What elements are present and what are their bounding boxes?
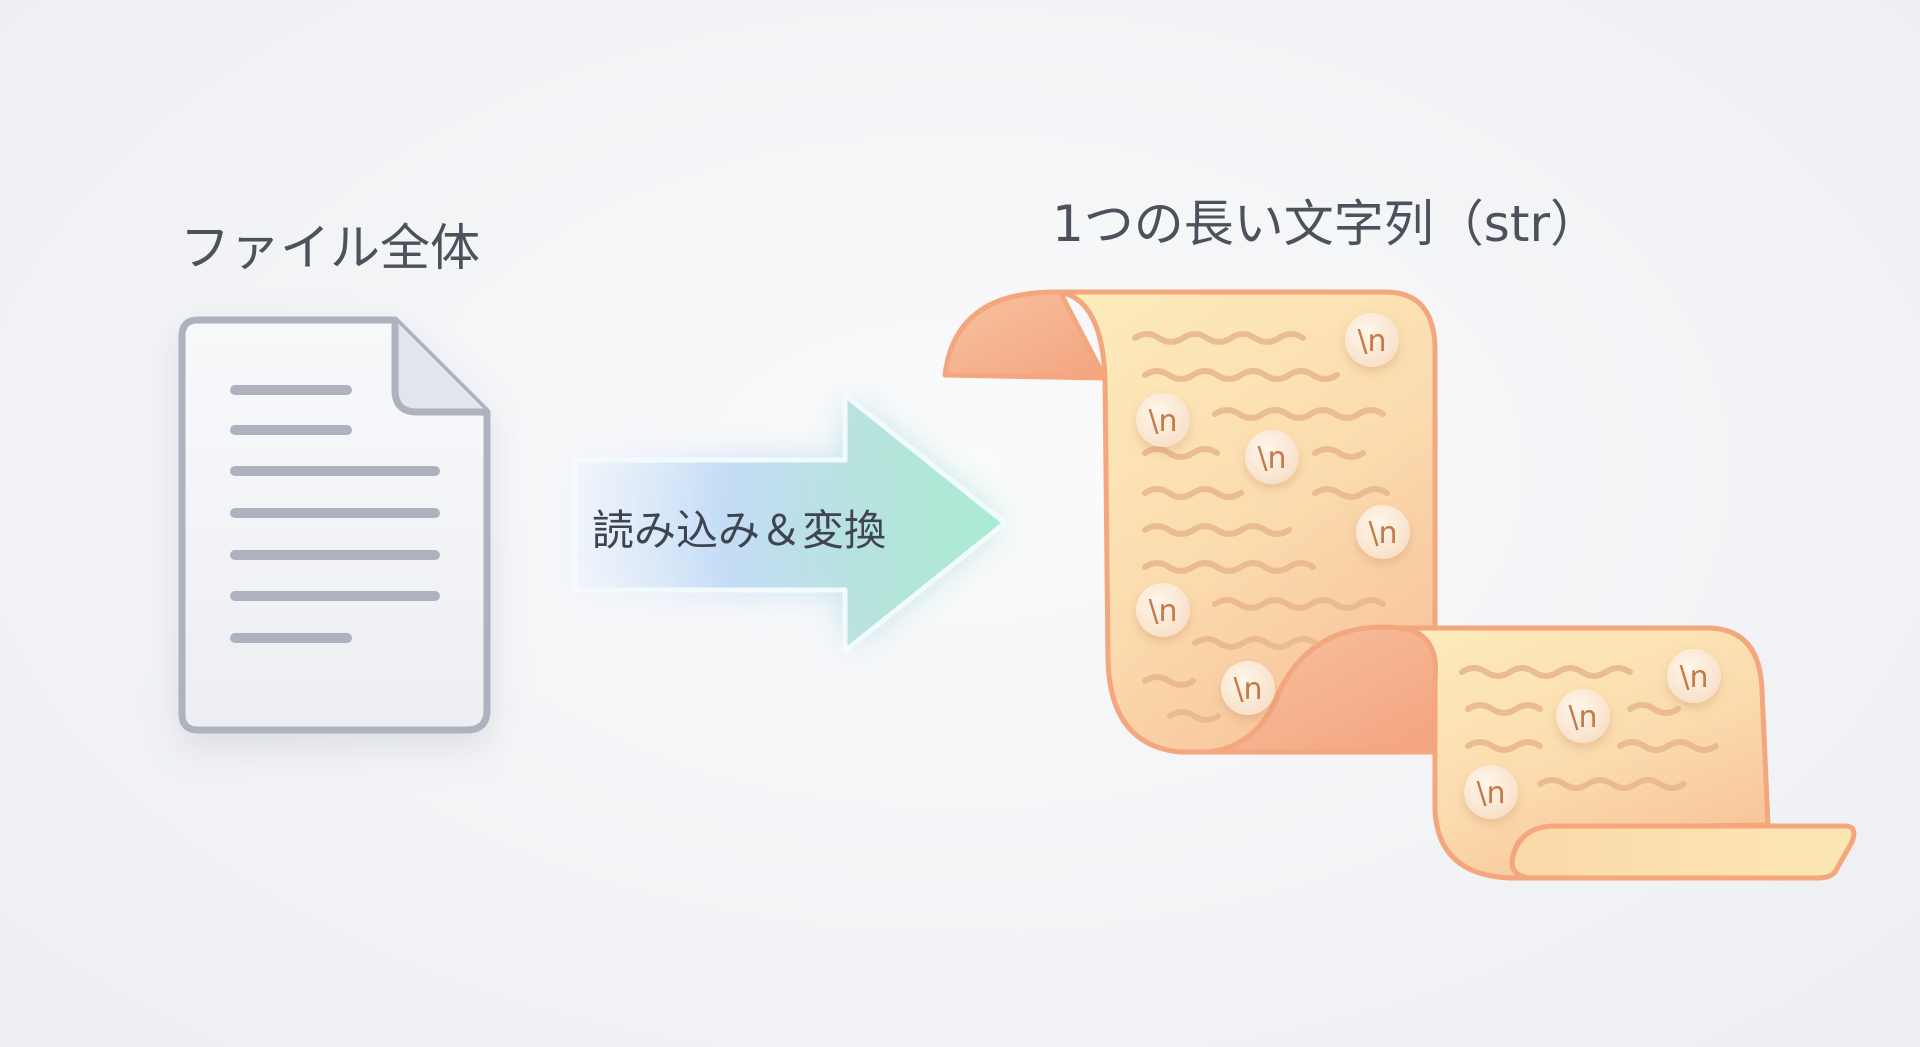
scroll-text-lines — [1132, 331, 1719, 791]
newline-marker-3: \n — [1245, 430, 1299, 484]
newline-marker-7: \n — [1667, 649, 1721, 703]
svg-text:\n: \n — [1368, 516, 1397, 551]
newline-marker-5: \n — [1136, 583, 1190, 637]
document-icon — [178, 316, 491, 734]
svg-text:\n: \n — [1233, 672, 1262, 707]
newline-marker-4: \n — [1356, 505, 1410, 559]
svg-text:\n: \n — [1257, 441, 1286, 476]
svg-text:\n: \n — [1476, 776, 1505, 811]
scroll-icon: \n \n \n \n \n \n — [942, 289, 1857, 881]
svg-text:\n: \n — [1357, 324, 1386, 359]
arrow-right-icon — [572, 392, 1008, 654]
scroll-tail — [1509, 823, 1857, 881]
document-text-lines — [230, 385, 440, 643]
svg-text:\n: \n — [1148, 404, 1177, 439]
newline-marker-8: \n — [1556, 689, 1610, 743]
newline-marker-9: \n — [1464, 765, 1518, 819]
svg-text:\n: \n — [1148, 594, 1177, 629]
svg-text:\n: \n — [1679, 660, 1708, 695]
result-label: 1つの長い文字列（str） — [1052, 195, 1601, 253]
process-label: 読み込み＆変換 — [592, 506, 887, 555]
newline-marker-6: \n — [1221, 661, 1275, 715]
svg-text:\n: \n — [1568, 700, 1597, 735]
newline-marker-2: \n — [1136, 393, 1190, 447]
scroll-top-curl — [942, 289, 1108, 381]
newline-marker-1: \n — [1345, 313, 1399, 367]
source-label: ファイル全体 — [180, 219, 480, 277]
